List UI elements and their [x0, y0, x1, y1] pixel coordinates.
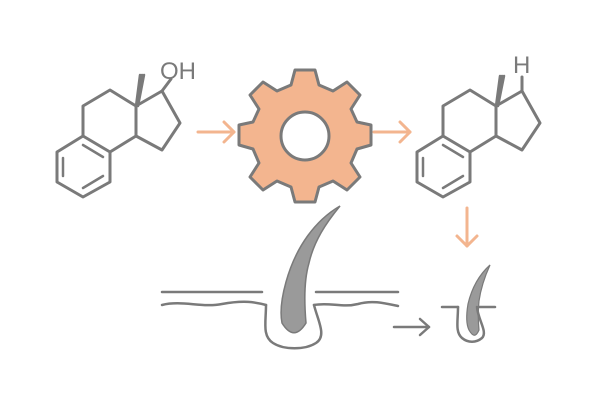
- arrow-left-to-gear-head: [222, 120, 236, 144]
- right-molecule-label: H: [513, 52, 530, 79]
- follicle-bulb-large: [264, 303, 323, 350]
- arrow-left-to-gear: [196, 120, 236, 144]
- gear-icon: [237, 68, 373, 204]
- hair-strand-large: [280, 205, 341, 334]
- right-molecule-ring-b: [441, 88, 498, 154]
- left-molecule: OH: [55, 58, 196, 199]
- arrow-large-to-small-follicle-head: [418, 317, 431, 337]
- left-molecule-ring-c: [134, 89, 182, 152]
- arrow-right-to-small-follicle-head: [455, 234, 479, 248]
- follicle-bulb-small: [456, 305, 486, 343]
- left-molecule-ring-b: [81, 88, 138, 154]
- skin-wave-right: [312, 300, 400, 308]
- left-molecule-label: OH: [160, 58, 196, 85]
- left-molecule-benzene-double-bonds: [61, 143, 105, 190]
- arrow-gear-to-right: [372, 120, 412, 144]
- right-molecule-ring-c: [494, 89, 542, 152]
- right-molecule: H: [415, 52, 542, 199]
- gear-center-hole: [279, 110, 331, 162]
- left-molecule-oh-bond: [160, 77, 173, 93]
- arrow-gear-to-right-head: [398, 120, 412, 144]
- right-molecule-benzene-double-bonds: [421, 143, 465, 190]
- right-molecule-methyl-wedge: [494, 74, 506, 108]
- skin-wave-left: [160, 300, 268, 307]
- hair-strand-small: [466, 264, 491, 336]
- miniaturized-hair-follicle-icon: [440, 264, 497, 343]
- arrow-large-to-small-follicle: [392, 317, 431, 337]
- hair-follicle-icon: [160, 205, 400, 350]
- left-molecule-methyl-wedge: [134, 73, 146, 108]
- arrow-right-to-small-follicle: [455, 206, 479, 248]
